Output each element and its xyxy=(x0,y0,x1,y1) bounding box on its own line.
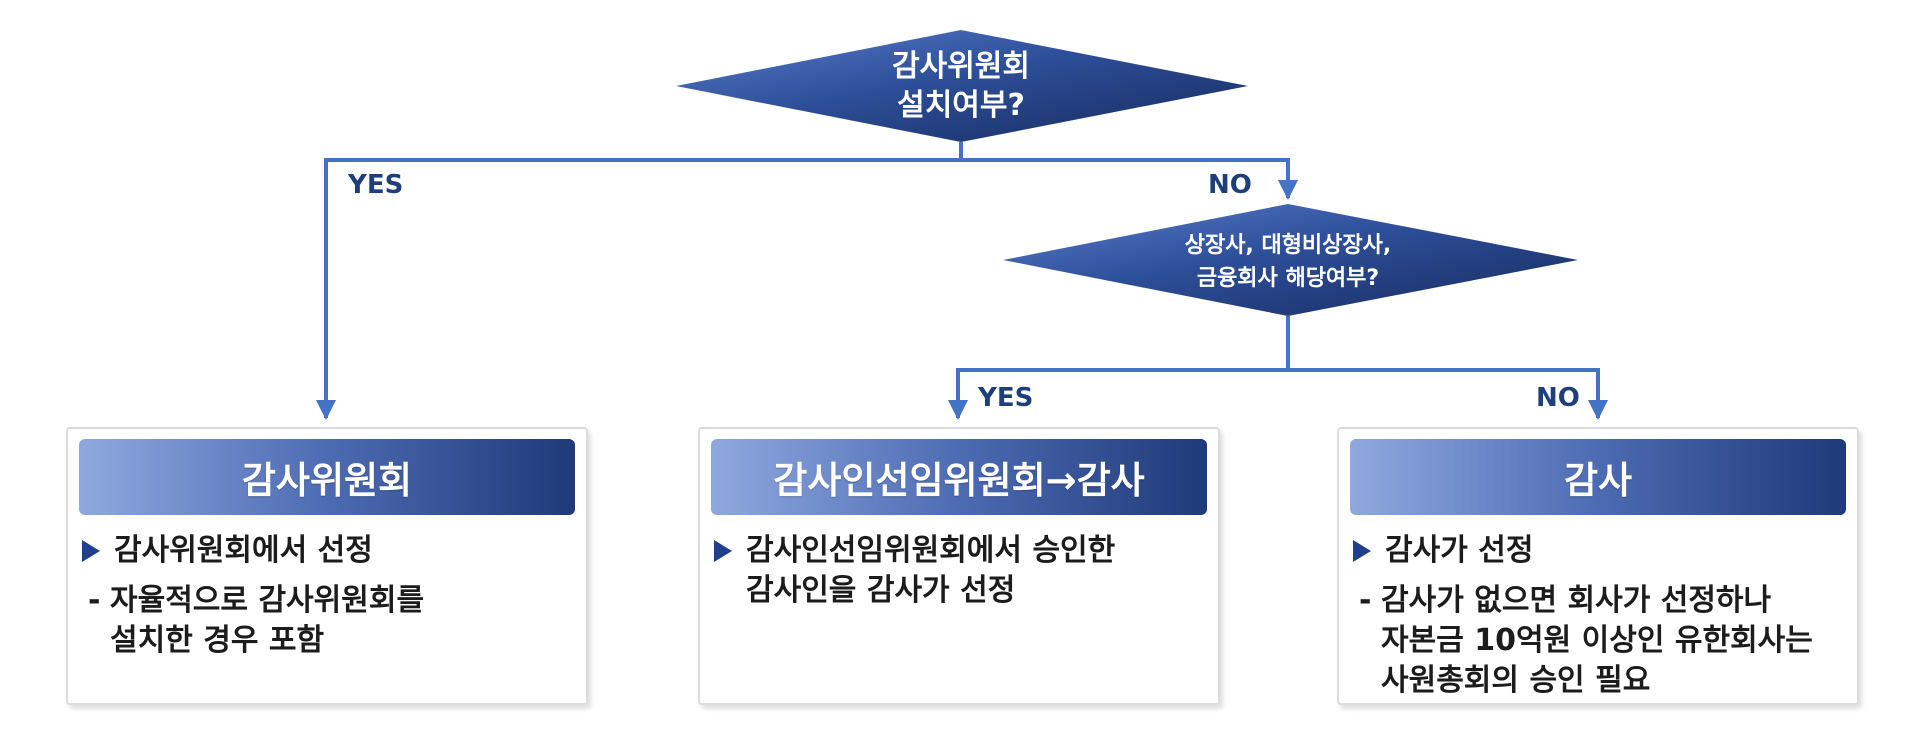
connector-d1-yes xyxy=(316,142,963,420)
note-line: - 자율적으로 감사위원회를 설치한 경우 포함 xyxy=(82,581,574,661)
connector-d1-no xyxy=(961,158,1298,200)
card-body: 감사가 선정 - 감사가 없으면 회사가 선정하나 자본금 10억원 이상인 유… xyxy=(1353,531,1845,701)
bullet-line: 감사가 선정 xyxy=(1353,531,1845,571)
card-title: 감사인선임위원회→감사 xyxy=(711,439,1207,515)
decision2-line2: 금융회사 해당여부? xyxy=(1197,266,1379,291)
decision1-line2: 설치여부? xyxy=(897,88,1025,123)
card-auditor-selection-committee: 감사인선임위원회→감사 감사인선임위원회에서 승인한 감사인을 감사가 선정 xyxy=(698,427,1220,705)
edge-label-d2-no: NO xyxy=(1536,383,1580,413)
bullet-line: 감사인선임위원회에서 승인한 감사인을 감사가 선정 xyxy=(714,531,1206,611)
bullet-text: 감사인선임위원회에서 승인한 감사인을 감사가 선정 xyxy=(746,533,1116,608)
dash-marker: - xyxy=(88,583,101,618)
triangle-bullet-icon xyxy=(1353,540,1371,562)
triangle-bullet-icon xyxy=(82,540,100,562)
decision-diamond-audit-committee xyxy=(676,30,1248,142)
card-body: 감사인선임위원회에서 승인한 감사인을 감사가 선정 xyxy=(714,531,1206,611)
edge-label-d1-no: NO xyxy=(1208,170,1252,200)
decision2-line1: 상장사, 대형비상장사, xyxy=(1185,233,1392,258)
card-title: 감사 xyxy=(1350,439,1846,515)
triangle-bullet-icon xyxy=(714,540,732,562)
note-line: - 감사가 없으면 회사가 선정하나 자본금 10억원 이상인 유한회사는 사원… xyxy=(1353,581,1845,701)
card-auditor: 감사 감사가 선정 - 감사가 없으면 회사가 선정하나 자본금 10억원 이상… xyxy=(1337,427,1859,705)
note-text: 자율적으로 감사위원회를 설치한 경우 포함 xyxy=(110,583,425,658)
card-audit-committee: 감사위원회 감사위원회에서 선정 - 자율적으로 감사위원회를 설치한 경우 포… xyxy=(66,427,588,705)
connector-d2-no xyxy=(1288,368,1608,420)
edge-label-d1-yes: YES xyxy=(347,170,403,200)
bullet-text: 감사가 선정 xyxy=(1385,533,1534,568)
decision-diamond-listed-company xyxy=(1003,204,1578,316)
bullet-text: 감사위원회에서 선정 xyxy=(114,533,373,568)
card-title: 감사위원회 xyxy=(79,439,575,515)
edge-label-d2-yes: YES xyxy=(977,383,1033,413)
dash-marker: - xyxy=(1359,583,1372,618)
note-text: 감사가 없으면 회사가 선정하나 자본금 10억원 이상인 유한회사는 사원총회… xyxy=(1381,583,1813,698)
card-body: 감사위원회에서 선정 - 자율적으로 감사위원회를 설치한 경우 포함 xyxy=(82,531,574,661)
bullet-line: 감사위원회에서 선정 xyxy=(82,531,574,571)
connector-d2-yes xyxy=(948,316,1290,420)
decision1-line1: 감사위원회 xyxy=(892,49,1030,84)
